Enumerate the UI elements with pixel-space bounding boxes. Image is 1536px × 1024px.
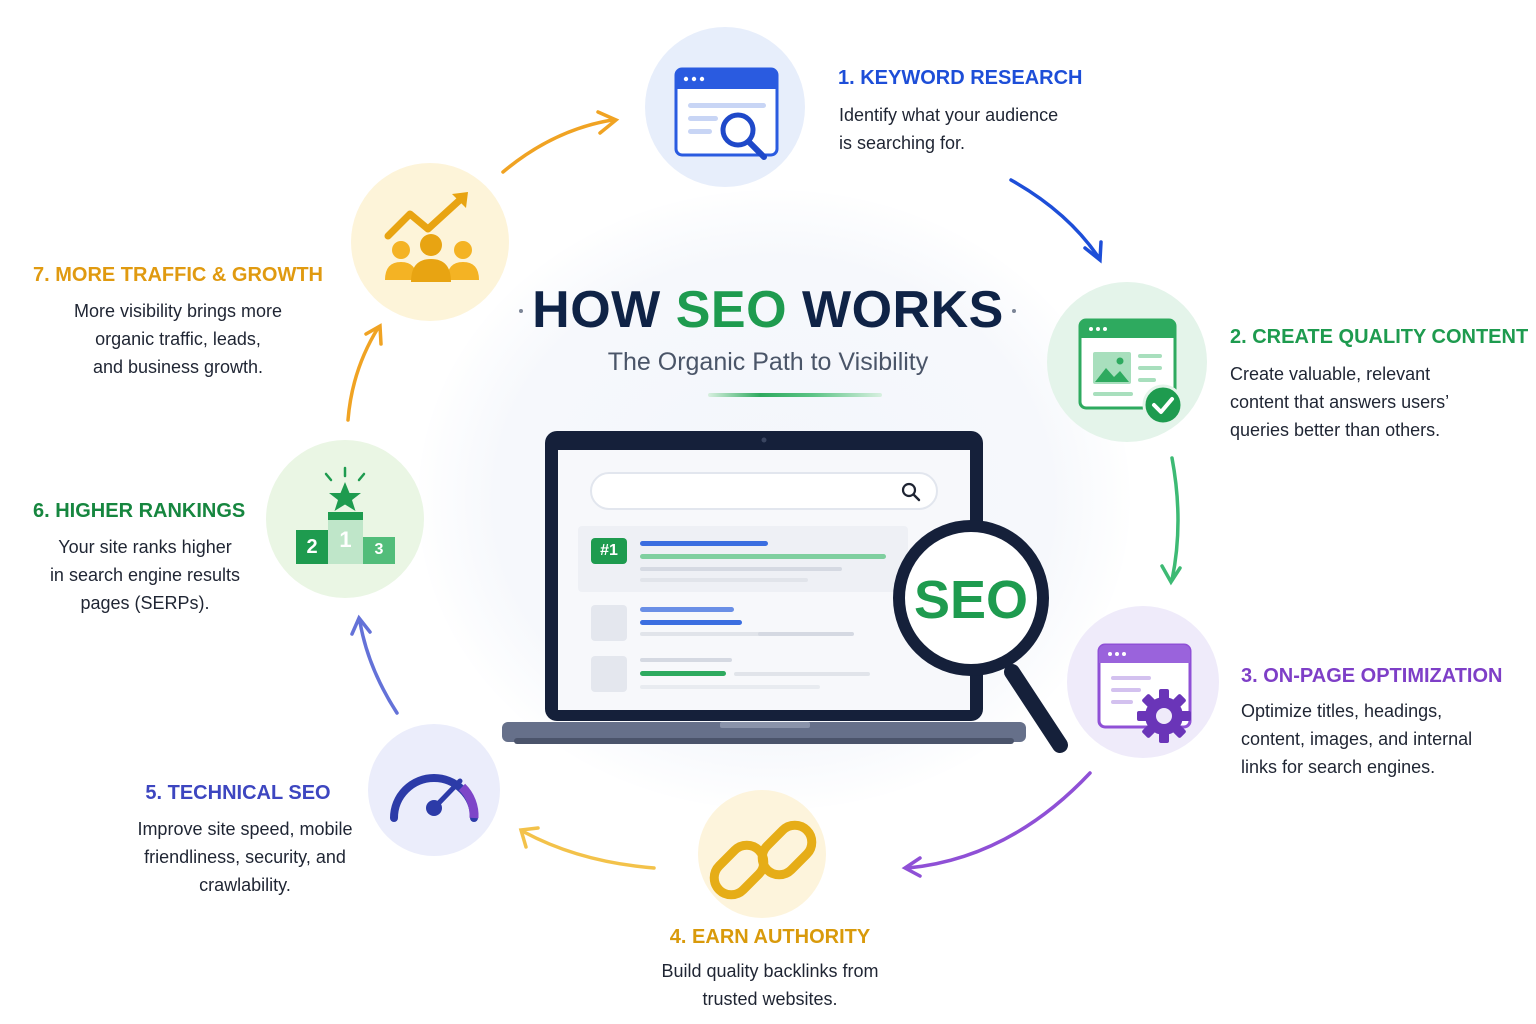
step3-description: Optimize titles, headings, content, imag…	[1241, 697, 1472, 781]
magnifier-handle	[1004, 664, 1068, 753]
step3-line-3: links for search engines.	[1241, 757, 1436, 777]
arrow-step7-to-step1	[501, 118, 614, 174]
arrowhead-step1-to-step2	[1083, 240, 1103, 264]
step5-line-2: friendliness, security, and	[144, 847, 346, 867]
arrow-step2-to-step3	[1170, 456, 1180, 582]
step4-line-1: Build quality backlinks from	[661, 961, 879, 981]
laptop-hinge-notch	[720, 722, 810, 728]
arrowhead-step5-to-step6	[350, 614, 372, 636]
laptop-camera	[761, 437, 767, 443]
arrow-step6-to-step7	[346, 326, 380, 422]
magnifier-seo-text: SEO	[913, 570, 1029, 630]
title-dot-left	[519, 309, 523, 313]
podium-second-label: 2	[306, 536, 318, 558]
step5-description: Improve site speed, mobile friendliness,…	[95, 815, 395, 899]
step1-title: 1. KEYWORD RESEARCH	[838, 67, 1083, 89]
laptop-base	[502, 722, 1026, 742]
step3-line-2: content, images, and internal	[1241, 729, 1473, 749]
page-settings-icon	[1097, 643, 1192, 743]
result2-thumb	[591, 605, 627, 641]
step5-line-3: crawlability.	[199, 875, 291, 895]
step2-line-3: queries better than others.	[1230, 420, 1441, 440]
step5-circle	[368, 724, 500, 856]
step3-title: 3. ON-PAGE OPTIMIZATION	[1241, 665, 1503, 687]
magnifier-lens	[893, 520, 1049, 676]
arrow-step5-to-step6	[358, 620, 399, 715]
page-title: HOW SEO WORKS	[0, 280, 1536, 340]
arrowhead-step2-to-step3	[1160, 564, 1182, 586]
step7-description: More visibility brings more organic traf…	[28, 297, 328, 381]
step6-line-1: Your site ranks higher	[58, 537, 232, 557]
title-word-works: WORKS	[802, 281, 1004, 339]
arrow-step4-to-step5	[522, 830, 656, 870]
rank-badge: #1	[591, 538, 627, 564]
step6-description: Your site ranks higher in search engine …	[20, 533, 270, 617]
step2-description: Create valuable, relevant content that a…	[1230, 360, 1449, 444]
result3-thumb	[591, 656, 627, 692]
step6-line-2: in search engine results	[49, 565, 241, 585]
title-word-seo: SEO	[675, 281, 788, 339]
arrow-step3-to-step4	[906, 771, 1092, 870]
step7-title: 7. MORE TRAFFIC & GROWTH	[33, 264, 323, 286]
speedometer-icon	[390, 774, 479, 822]
search-icon	[901, 482, 921, 502]
podium-first-label: 1	[339, 527, 352, 552]
chain-link-icon	[709, 820, 817, 900]
result2-snippet-line2	[758, 632, 854, 636]
step4-description: Build quality backlinks from trusted web…	[620, 957, 920, 1013]
podium-star-icon	[296, 466, 395, 564]
step2-line-1: Create valuable, relevant	[1230, 364, 1431, 384]
title-dot-right	[1012, 309, 1016, 313]
audience-growth-icon	[384, 192, 479, 282]
subtitle-underline	[708, 393, 882, 397]
step6-line-3: pages (SERPs).	[80, 593, 210, 613]
arrowhead-step6-to-step7	[364, 323, 383, 346]
laptop-base-front	[514, 738, 1014, 744]
result3-url-line	[640, 671, 726, 676]
arrow-step1-to-step2	[1009, 178, 1101, 260]
step1-line-2: is searching for.	[839, 133, 966, 153]
browser-search-icon	[674, 67, 779, 160]
title-word-how: HOW	[532, 281, 661, 339]
step7-line-2: organic traffic, leads,	[95, 329, 261, 349]
content-check-icon	[1078, 318, 1184, 426]
arrowhead-step7-to-step1	[596, 110, 620, 135]
step6-title: 6. HIGHER RANKINGS	[33, 500, 246, 522]
result1-url-line	[640, 554, 886, 559]
step1-line-1: Identify what your audience	[839, 105, 1059, 125]
result3-title-line	[640, 658, 732, 662]
result3-url-line-tail	[734, 672, 870, 676]
result2-url-line	[640, 620, 742, 625]
result3-snippet-line	[640, 685, 820, 689]
step5-line-1: Improve site speed, mobile	[137, 819, 353, 839]
step4-title: 4. EARN AUTHORITY	[669, 926, 871, 948]
step2-line-2: content that answers users’	[1230, 392, 1450, 412]
step7-line-1: More visibility brings more	[73, 301, 283, 321]
podium-third-label: 3	[374, 541, 384, 558]
arrowhead-step4-to-step5	[518, 826, 540, 849]
step3-line-1: Optimize titles, headings,	[1241, 701, 1443, 721]
step7-line-3: and business growth.	[92, 357, 264, 377]
step2-title: 2. CREATE QUALITY CONTENT	[1230, 326, 1529, 348]
step1-description: Identify what your audience is searching…	[839, 101, 1058, 157]
result2-title-line	[640, 607, 734, 612]
result1-snippet-line2	[640, 578, 808, 582]
step4-line-2: trusted websites.	[702, 989, 838, 1009]
arrowhead-step3-to-step4	[901, 856, 922, 878]
result1-title-line	[640, 541, 768, 546]
result1-snippet-line	[640, 567, 842, 571]
step5-title: 5. TECHNICAL SEO	[145, 782, 331, 804]
page-subtitle: The Organic Path to Visibility	[607, 348, 929, 376]
serp-search-bar	[590, 472, 938, 510]
